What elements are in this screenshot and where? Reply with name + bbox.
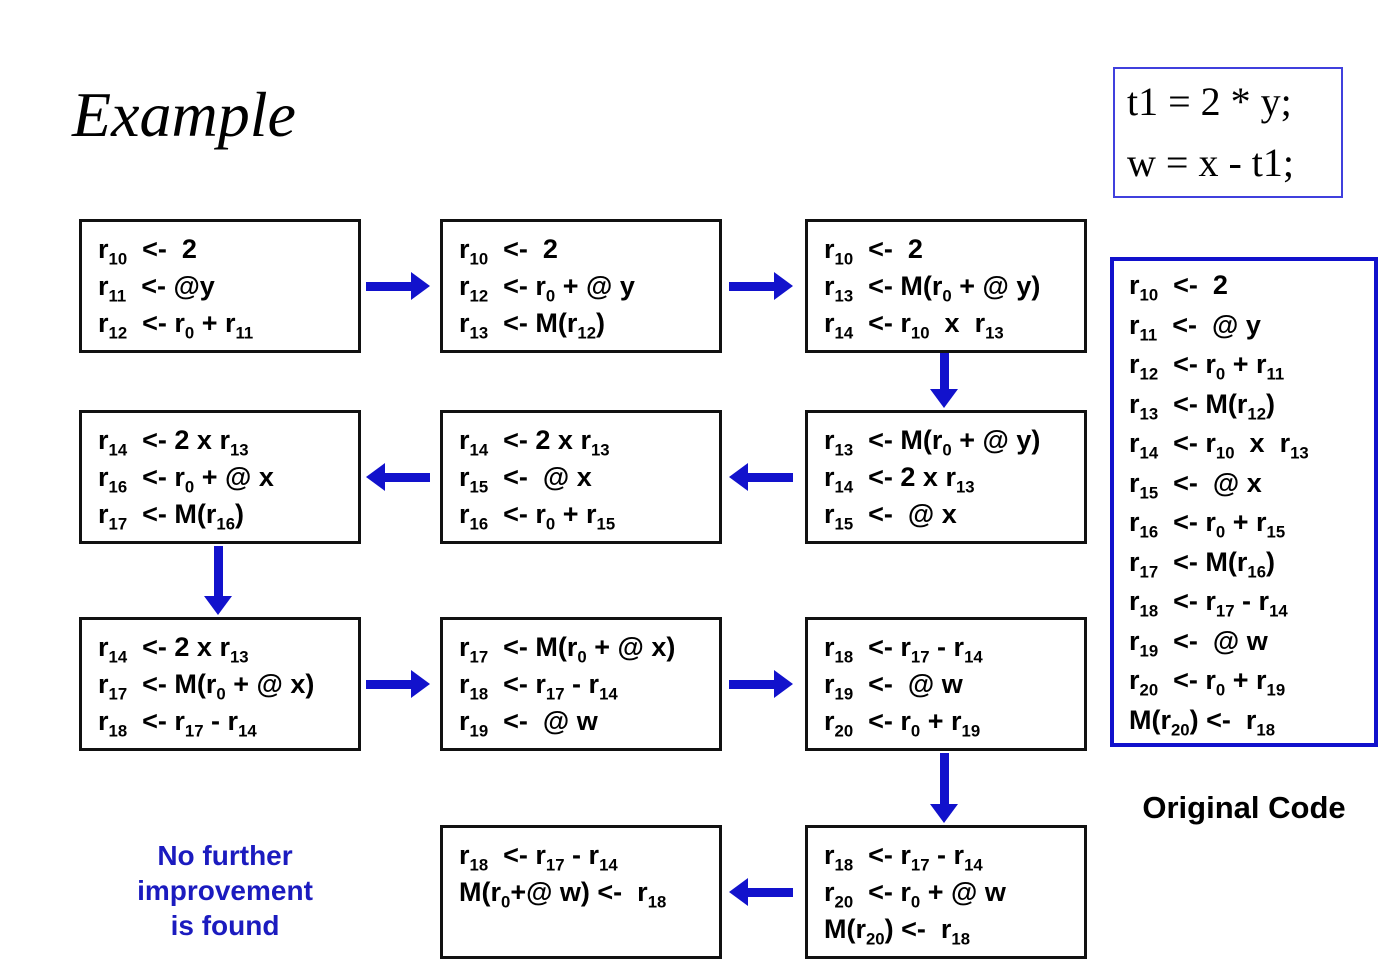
- code-line: is found: [170, 910, 280, 941]
- code-line: r14 <- 2 x r13: [98, 425, 249, 460]
- code-line: M(r20) <- r18: [824, 914, 971, 949]
- code-line: r12 <- r0 + r11: [1129, 349, 1285, 384]
- code-line: No further: [157, 840, 293, 871]
- code-line: r17 <- M(r0 + @ x): [459, 632, 676, 667]
- code-line: r13 <- M(r12): [459, 308, 606, 343]
- code-line: r19 <- @ w: [1129, 625, 1268, 660]
- arrow-right-icon: [729, 670, 793, 698]
- code-line: r20 <- r0 + r19: [824, 706, 981, 741]
- slide-title: Example: [72, 79, 296, 150]
- code-line: r17 <- M(r0 + @ x): [98, 669, 315, 704]
- code-line: r14 <- r10 x r13: [1129, 428, 1309, 463]
- code-line: r18 <- r17 - r14: [1129, 586, 1288, 621]
- code-line: r18 <- r17 - r14: [459, 669, 618, 704]
- code-line: r16 <- r0 + r15: [1129, 507, 1286, 542]
- code-line: r16 <- r0 + @ x: [98, 462, 274, 497]
- code-line: r18 <- r17 - r14: [824, 840, 983, 875]
- code-line: improvement: [137, 875, 313, 906]
- code-line: r18 <- r17 - r14: [98, 706, 257, 741]
- code-line: M(r20) <- r18: [1129, 704, 1276, 739]
- code-line: r14 <- 2 x r13: [459, 425, 610, 460]
- code-line: r15 <- @ x: [824, 499, 957, 534]
- arrow-right-icon: [366, 272, 430, 300]
- code-line: r18 <- r17 - r14: [459, 840, 618, 875]
- code-line: r17 <- M(r16): [98, 499, 245, 534]
- code-line: r12 <- r0 + r11: [98, 308, 254, 343]
- arrow-right-icon: [366, 670, 430, 698]
- code-line: r12 <- r0 + @ y: [459, 271, 635, 306]
- code-line: r20 <- r0 + r19: [1129, 665, 1286, 700]
- no-improvement-note: No further improvement is found: [95, 838, 355, 943]
- arrow-left-icon: [729, 463, 793, 491]
- code-line: r15 <- @ x: [459, 462, 592, 497]
- code-line: w = x - t1;: [1127, 140, 1294, 185]
- code-line: r18 <- r17 - r14: [824, 632, 983, 667]
- code-line: r10 <- 2: [98, 234, 197, 269]
- code-line: r13 <- M(r12): [1129, 388, 1276, 423]
- arrow-down-icon: [204, 546, 232, 615]
- code-line: M(r0+@ w) <- r18: [459, 877, 667, 912]
- code-line: r10 <- 2: [824, 234, 923, 269]
- arrow-down-icon: [930, 753, 958, 823]
- code-line: r19 <- @ w: [459, 706, 598, 741]
- code-line: r14 <- 2 x r13: [824, 462, 975, 497]
- code-line: r19 <- @ w: [824, 669, 963, 704]
- code-line: r17 <- M(r16): [1129, 546, 1276, 581]
- code-line: r10 <- 2: [459, 234, 558, 269]
- arrow-left-icon: [366, 463, 430, 491]
- code-line: t1 = 2 * y;: [1127, 79, 1292, 124]
- code-line: r11 <- @ y: [1129, 309, 1261, 344]
- arrow-right-icon: [729, 272, 793, 300]
- code-line: r16 <- r0 + r15: [459, 499, 616, 534]
- code-line: r14 <- r10 x r13: [824, 308, 1004, 343]
- arrow-down-icon: [930, 353, 958, 408]
- original-code-label: Original Code: [1142, 790, 1346, 825]
- code-line: r13 <- M(r0 + @ y): [824, 425, 1041, 460]
- code-line: r10 <- 2: [1129, 270, 1228, 305]
- code-line: r20 <- r0 + @ w: [824, 877, 1006, 912]
- code-line: r15 <- @ x: [1129, 467, 1262, 502]
- code-line: r11 <- @y: [98, 271, 215, 306]
- arrow-left-icon: [729, 878, 793, 906]
- source-code-box: t1 = 2 * y; w = x - t1;: [1113, 67, 1343, 198]
- code-line: r13 <- M(r0 + @ y): [824, 271, 1041, 306]
- original-code-box: r10 <- 2 r11 <- @ y r12 <- r0 + r11 r13 <- …: [1110, 257, 1378, 747]
- code-line: r14 <- 2 x r13: [98, 632, 249, 667]
